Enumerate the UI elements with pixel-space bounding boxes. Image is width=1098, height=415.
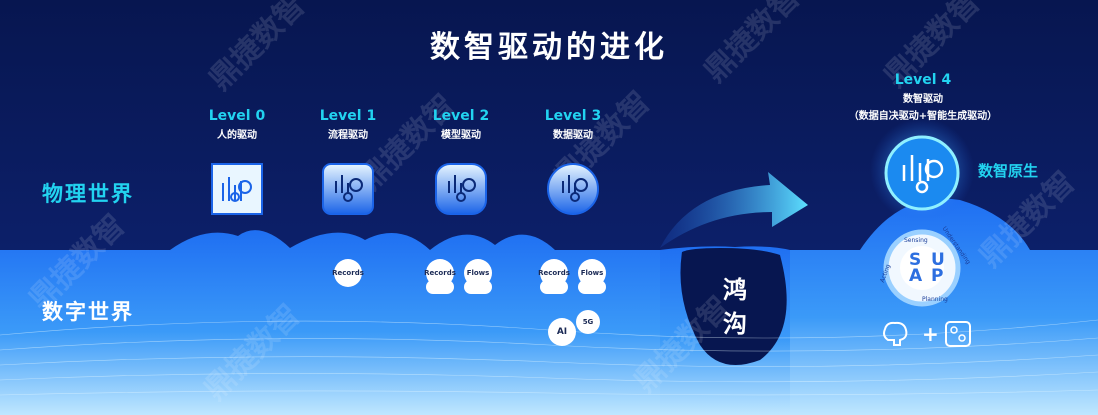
records-stack bbox=[540, 280, 568, 294]
level-desc: 流程驱动 bbox=[328, 130, 368, 141]
level-3: Level 3 数据驱动 bbox=[513, 108, 633, 141]
native-label: 数智原生 bbox=[978, 162, 1039, 180]
suap-cycle bbox=[883, 229, 961, 307]
level-desc: 数据驱动 bbox=[553, 130, 593, 141]
level-desc: 模型驱动 bbox=[441, 130, 481, 141]
level-4: Level 4 数智驱动 （数据自决驱动+智能生成驱动） bbox=[833, 72, 1013, 122]
level-name: Level 1 bbox=[319, 108, 377, 124]
level-1-icon bbox=[322, 163, 374, 215]
suap-a: A bbox=[909, 266, 923, 286]
brain-icon bbox=[883, 321, 908, 346]
level-desc: 数智驱动 bbox=[903, 94, 943, 105]
plus-sign: + bbox=[922, 322, 939, 346]
data-cube-icon bbox=[945, 321, 971, 347]
level-name: Level 0 bbox=[208, 108, 266, 124]
physical-world-label: 物理世界 bbox=[42, 182, 134, 206]
flows-stack bbox=[464, 280, 492, 294]
flows-stack bbox=[578, 280, 606, 294]
level-desc: 人的驱动 bbox=[217, 130, 257, 141]
ai-gear-icon: AI bbox=[548, 318, 576, 346]
level-0-icon bbox=[211, 163, 263, 215]
digital-world-label: 数字世界 bbox=[42, 300, 134, 324]
level-name: Level 3 bbox=[544, 108, 602, 124]
suap-u: U bbox=[931, 250, 945, 270]
level-subdesc: （数据自决驱动+智能生成驱动） bbox=[848, 111, 998, 122]
suap-s: S bbox=[909, 250, 922, 270]
level-2: Level 2 模型驱动 bbox=[401, 108, 521, 141]
suap-p: P bbox=[931, 266, 944, 286]
chasm-char-1: 鸿 bbox=[723, 276, 747, 304]
level-name: Level 2 bbox=[432, 108, 490, 124]
ring-planning: Planning bbox=[922, 296, 948, 303]
level-0: Level 0 人的驱动 bbox=[177, 108, 297, 141]
level-1: Level 1 流程驱动 bbox=[288, 108, 408, 141]
page-title: 数智驱动的进化 bbox=[430, 30, 668, 65]
level-2-icon bbox=[435, 163, 487, 215]
fiveg-gear-icon: 5G bbox=[576, 310, 600, 334]
records-pill: Records bbox=[332, 259, 364, 287]
records-stack bbox=[426, 280, 454, 294]
level-3-icon bbox=[547, 163, 599, 215]
level-name: Level 4 bbox=[894, 72, 952, 88]
chasm-char-2: 沟 bbox=[723, 310, 747, 338]
level-4-icon bbox=[884, 135, 960, 211]
ring-sensing: Sensing bbox=[904, 237, 928, 244]
